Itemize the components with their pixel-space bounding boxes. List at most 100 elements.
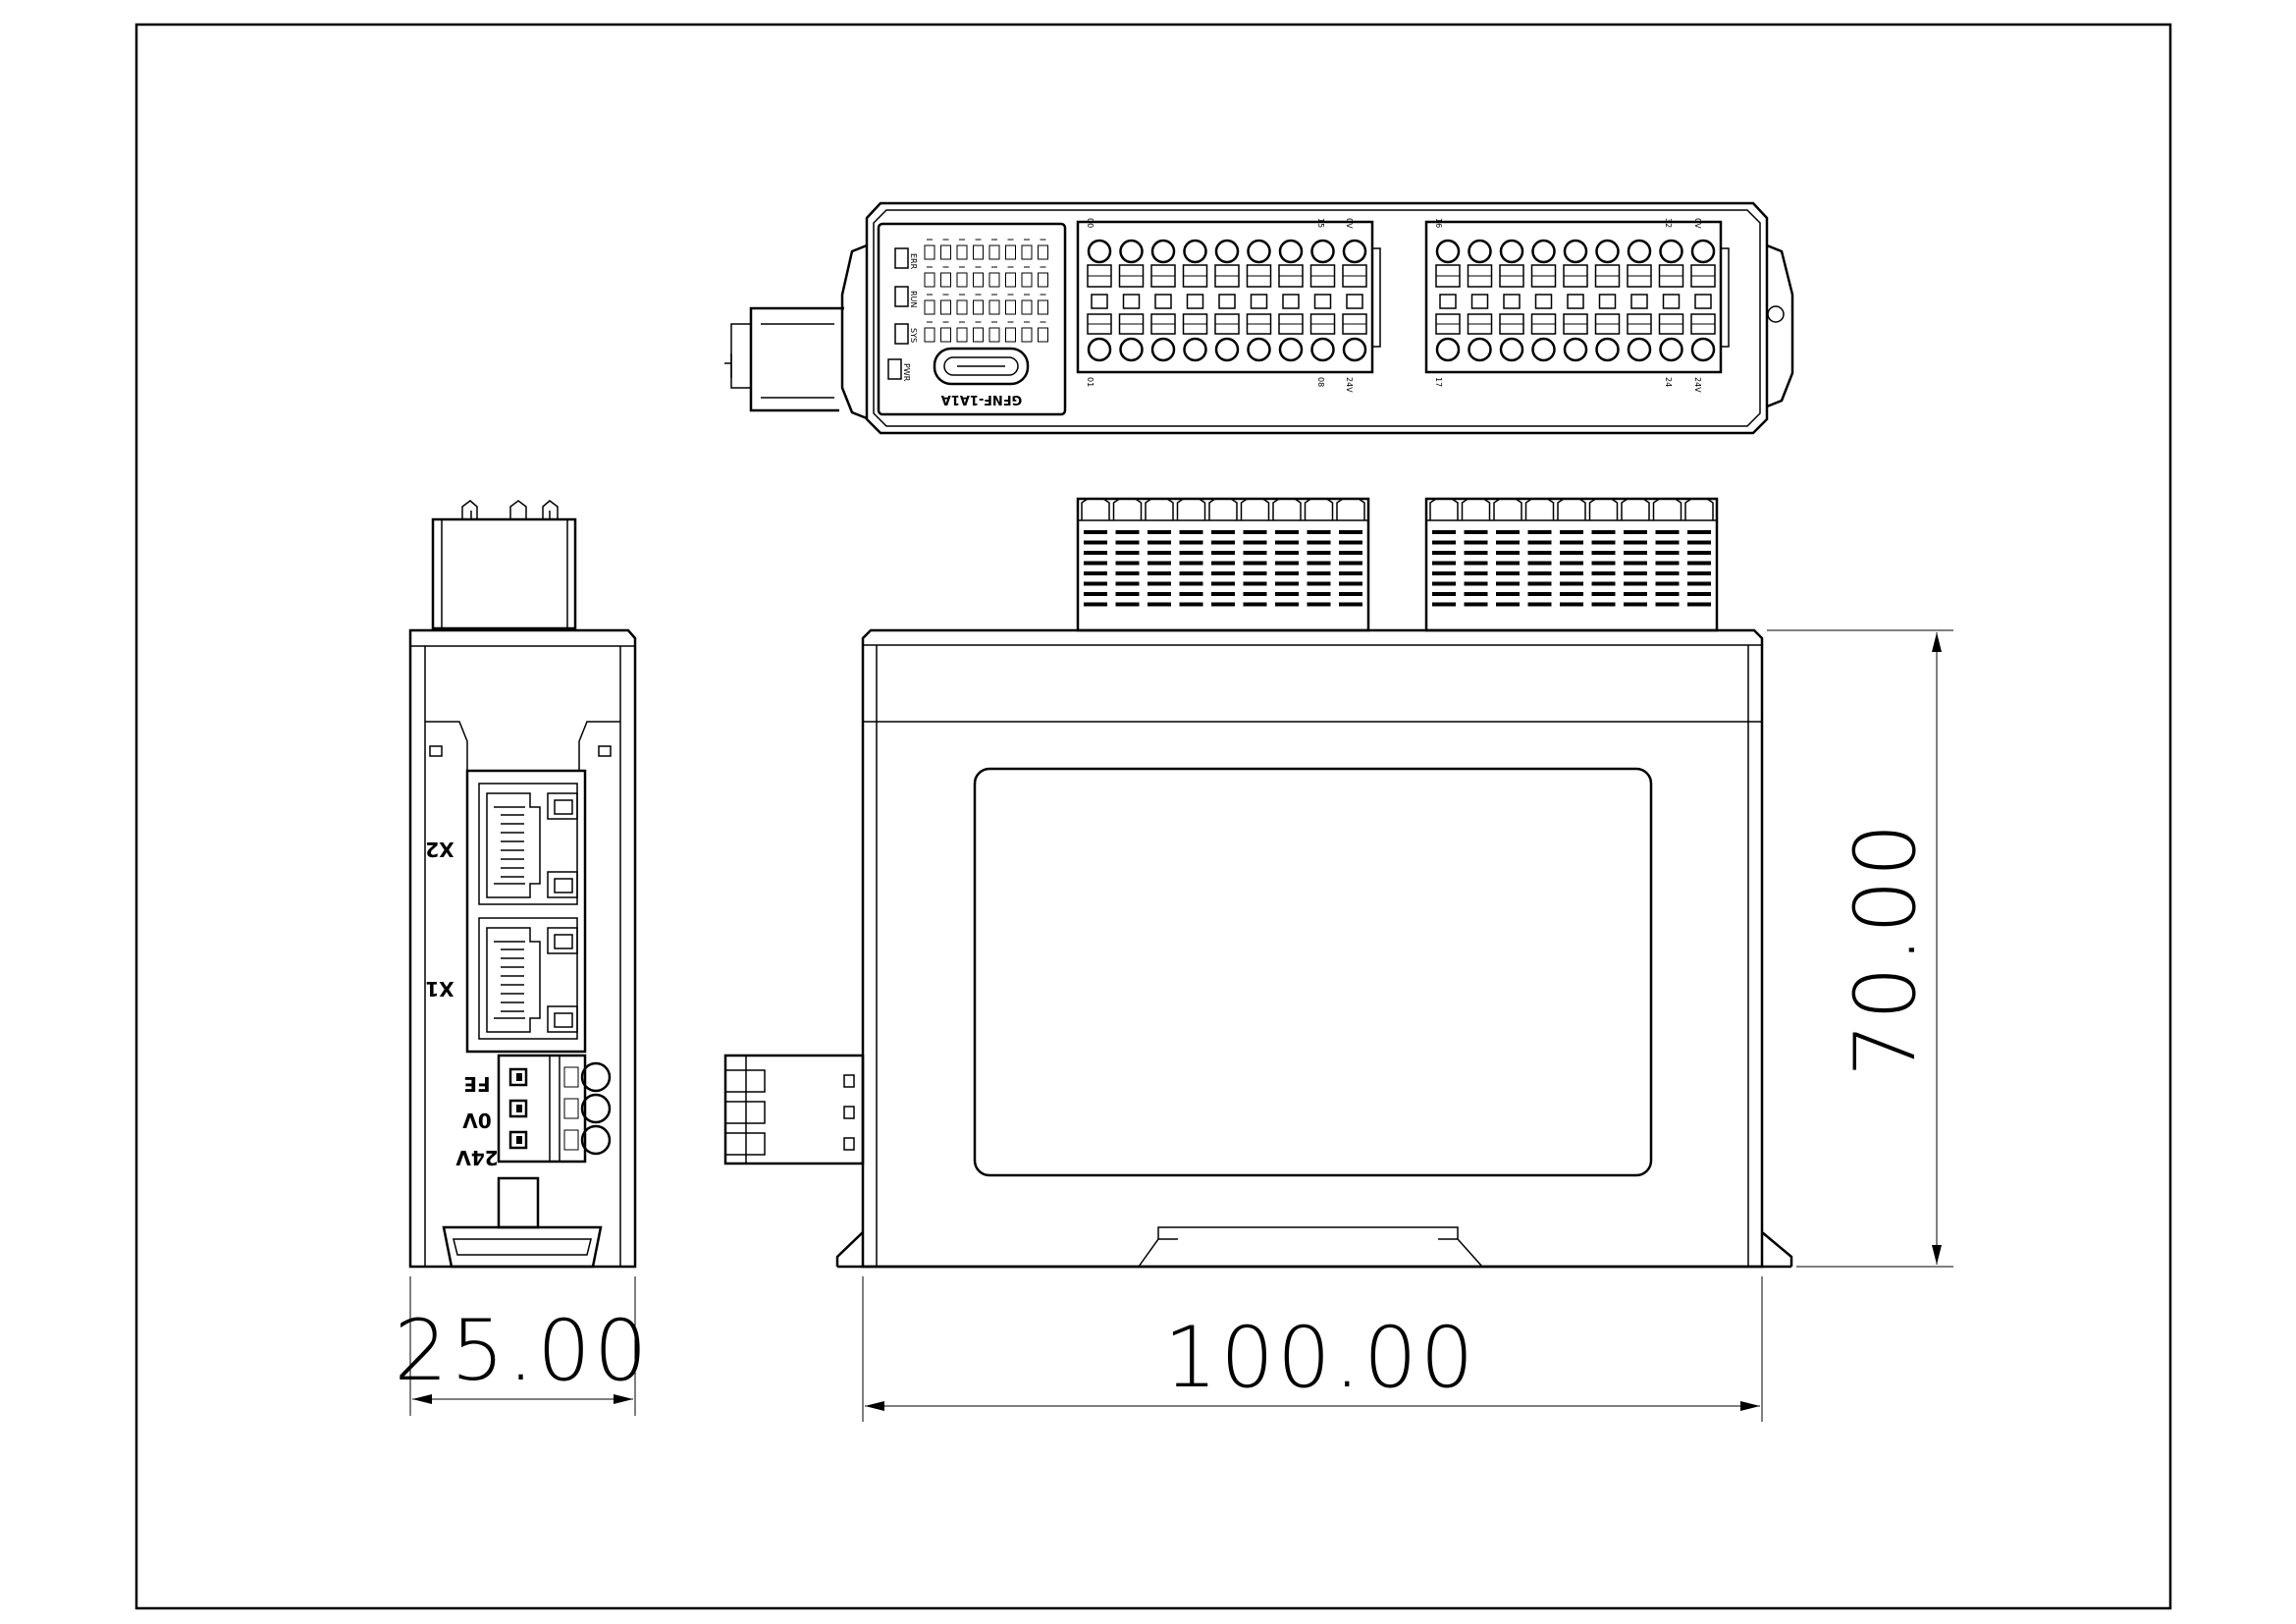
front-terminal-grille (1496, 540, 1520, 545)
power-clamp (563, 1066, 579, 1088)
front-terminal-grille (1527, 530, 1552, 534)
front-terminal-grille (1179, 581, 1203, 586)
io-led (1021, 244, 1033, 260)
front-terminal-grille (1211, 530, 1235, 534)
front-terminal-cap (1652, 498, 1682, 520)
front-terminal-grille (1307, 561, 1331, 566)
front-terminal-grille (1560, 551, 1583, 555)
port-label-x2: X2 (425, 838, 454, 861)
front-terminal-grille (1591, 561, 1616, 566)
io-led (1038, 244, 1048, 260)
terminal-screw (1183, 239, 1207, 264)
power-screw (508, 1099, 528, 1118)
model-label: GFNF-1A1A (941, 392, 1023, 406)
power-screw-slot (516, 1136, 522, 1144)
power-screw-slot (516, 1073, 522, 1081)
terminal-screw (1278, 337, 1304, 362)
power-terminal (497, 1054, 612, 1164)
front-terminal-grille (1527, 571, 1552, 575)
terminal-screw (1214, 337, 1240, 362)
front-terminal-cap (1081, 498, 1110, 520)
front-terminal-grille (1432, 571, 1456, 575)
front-terminal-cap (1272, 498, 1302, 520)
front-terminal-grille (1179, 602, 1203, 607)
front-terminal-grille (1115, 581, 1140, 586)
front-terminal-grille (1243, 581, 1267, 586)
term-label-16: 16 (1434, 218, 1443, 228)
terminal-screw (1531, 337, 1556, 362)
front-terminal-cap (1208, 498, 1238, 520)
terminal-screw (1659, 337, 1683, 362)
front-terminal-grille (1275, 530, 1299, 534)
io-led (940, 244, 951, 260)
front-terminal-grille (1148, 592, 1171, 596)
terminal-lever (1598, 294, 1617, 309)
terminal-lever (1346, 294, 1363, 309)
front-terminal-grille (1560, 530, 1583, 534)
front-terminal-grille (1148, 540, 1171, 545)
io-led (973, 327, 984, 343)
front-terminal-grille (1179, 571, 1203, 575)
term-label-32: 32 (1664, 218, 1673, 228)
terminal-screw (1183, 337, 1207, 362)
power-screw (508, 1067, 528, 1087)
front-terminal-cap (1493, 498, 1522, 520)
power-clamp (563, 1129, 579, 1151)
front-terminal-grille (1432, 581, 1456, 586)
front-terminal-grille (1496, 551, 1520, 555)
terminal-screw (1627, 337, 1652, 362)
front-terminal-grille (1243, 602, 1267, 607)
front-terminal-grille (1211, 551, 1235, 555)
io-led (1038, 299, 1048, 315)
front-terminal-grille (1464, 561, 1488, 566)
io-led (956, 299, 968, 315)
front-terminal-cap (1336, 498, 1365, 520)
power-label-fe: FE (463, 1072, 490, 1096)
terminal-screw (1435, 239, 1461, 264)
terminal-screw (1310, 239, 1335, 264)
terminal-screw (1563, 239, 1588, 264)
front-terminal-grille (1307, 530, 1331, 534)
front-terminal-grille (1560, 571, 1583, 575)
front-terminal-grille (1560, 592, 1583, 596)
io-led (1005, 299, 1016, 315)
io-led (940, 327, 951, 343)
term-label-24v-b: 24V (1693, 377, 1702, 393)
top-view-side-connector (749, 306, 844, 412)
front-terminal-grille (1655, 540, 1680, 545)
terminal-lever (1282, 294, 1300, 309)
term-label-24: 24 (1664, 377, 1673, 387)
dimension-height-front: 70.00 (1767, 629, 1953, 1268)
terminal-screw (1468, 239, 1492, 264)
side-view-top-connector (431, 500, 577, 630)
io-led-grid (924, 239, 1048, 343)
front-terminal-grille (1432, 551, 1456, 555)
front-terminal-grille (1275, 592, 1299, 596)
front-terminal-grille (1687, 571, 1711, 575)
terminal-screw (1531, 239, 1556, 264)
terminal-block-latch (1371, 247, 1381, 348)
top-terminal-blocks (1076, 220, 1730, 374)
terminal-screw (1499, 239, 1524, 264)
front-terminal-grille (1560, 602, 1583, 607)
io-led (973, 299, 984, 315)
front-terminal-grille (1432, 592, 1456, 596)
terminal-labels-right: 16 32 0V 17 24 24V (1434, 218, 1702, 393)
front-terminal-grille (1275, 561, 1299, 566)
led-label-pwr: PWR (902, 363, 911, 382)
front-terminal-grille (1084, 540, 1107, 545)
front-terminal-grille (1148, 530, 1171, 534)
terminal-lever (1439, 294, 1457, 309)
front-terminal-cap (1588, 498, 1619, 520)
power-label-0v: 0V (462, 1109, 492, 1132)
power-screw-slot (516, 1105, 522, 1112)
front-terminal-grille (1464, 540, 1488, 545)
front-terminal-grille (1211, 581, 1235, 586)
terminal-screw (1310, 337, 1335, 362)
front-terminal-grille (1211, 571, 1235, 575)
term-label-24v-a: 24V (1345, 377, 1354, 393)
front-terminal-cap (1145, 498, 1174, 520)
front-terminal-grille (1243, 551, 1267, 555)
front-terminal-grille (1432, 530, 1456, 534)
io-led (1038, 272, 1048, 288)
